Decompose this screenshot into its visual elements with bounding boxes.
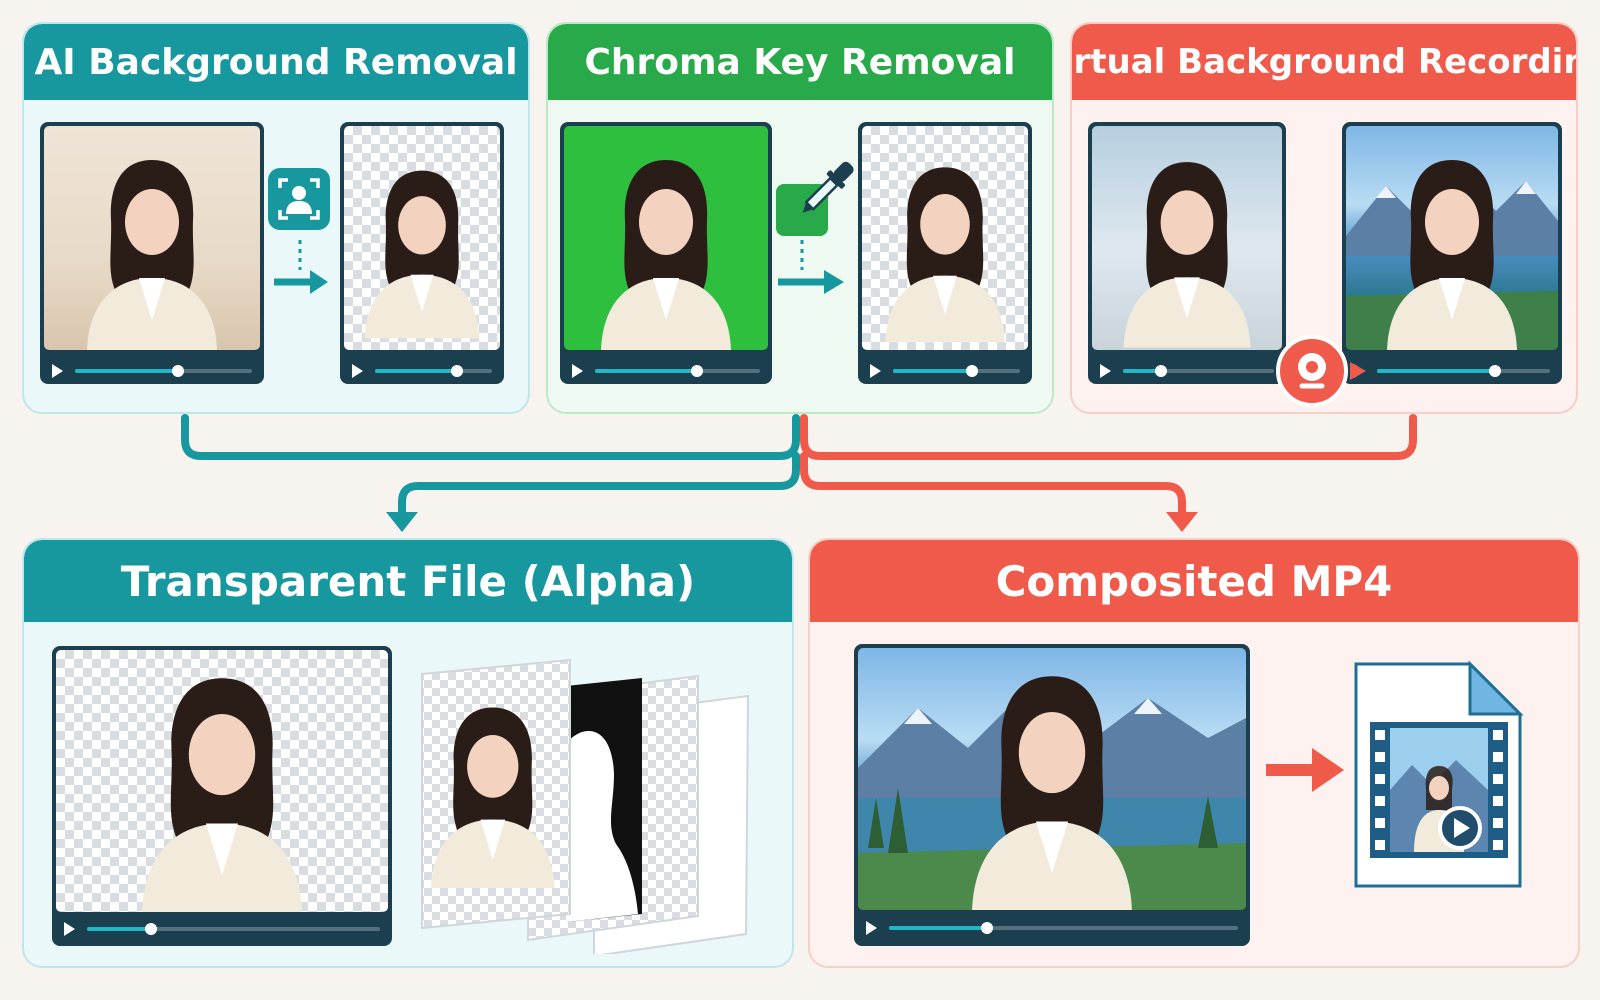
play-icon[interactable] <box>64 922 75 936</box>
progress-knob[interactable] <box>980 922 993 934</box>
video-before[interactable] <box>560 122 772 384</box>
teal-arrowhead <box>386 512 418 532</box>
progress-fill <box>75 369 178 373</box>
person-figure <box>87 160 217 350</box>
play-icon[interactable] <box>352 364 363 378</box>
video-file-icon <box>1354 660 1524 888</box>
progress-track[interactable] <box>893 365 1020 377</box>
progress-fill <box>375 369 457 373</box>
progress-track[interactable] <box>1123 365 1274 377</box>
progress-track[interactable] <box>595 365 760 377</box>
panel-header: Composited MP4 <box>810 540 1578 622</box>
person-figure <box>885 167 1005 342</box>
video-frame <box>44 126 260 350</box>
progress-track[interactable] <box>1377 365 1550 377</box>
progress-knob[interactable] <box>691 365 704 377</box>
person-figure <box>1387 160 1517 350</box>
video-after[interactable] <box>1342 122 1562 384</box>
panel-composited-mp4: Composited MP4 <box>808 538 1580 968</box>
video-frame-transparent <box>344 126 500 350</box>
progress-track[interactable] <box>375 365 492 377</box>
person-figure <box>364 170 480 339</box>
play-icon[interactable] <box>866 921 877 935</box>
eyedropper-icon <box>776 161 854 236</box>
arrow-right-icon <box>1266 748 1344 792</box>
player-controls <box>1088 358 1286 384</box>
panel-virtual-background-recording: Virtual Background Recording <box>1070 22 1578 414</box>
video-before[interactable] <box>40 122 264 384</box>
video-frame-transparent <box>56 650 388 912</box>
progress-fill <box>889 926 987 930</box>
panel-title: Virtual Background Recording <box>1072 42 1576 82</box>
red-connector-down <box>800 452 1186 518</box>
panel-title: Composited MP4 <box>995 556 1393 606</box>
progress-fill <box>87 927 152 931</box>
progress-track[interactable] <box>75 365 252 377</box>
panel-title: Transparent File (Alpha) <box>120 556 696 606</box>
person-figure <box>972 676 1132 910</box>
panel-ai-background-removal: AI Background Removal <box>22 22 530 414</box>
panel-header: Chroma Key Removal <box>548 24 1052 100</box>
video-frame-greenscreen <box>564 126 768 350</box>
video-after[interactable] <box>858 122 1032 384</box>
panel-title: Chroma Key Removal <box>584 41 1016 83</box>
person-figure <box>1123 162 1251 348</box>
video-frame-transparent <box>862 126 1028 350</box>
panel-header: Virtual Background Recording <box>1072 24 1576 100</box>
progress-fill <box>1377 369 1495 373</box>
webcam-icon <box>1276 335 1366 407</box>
player-controls <box>52 912 392 946</box>
red-arrowhead <box>1166 512 1198 532</box>
progress-knob[interactable] <box>1488 365 1501 377</box>
panel-title: AI Background Removal <box>34 41 518 83</box>
progress-track[interactable] <box>87 923 380 935</box>
play-icon[interactable] <box>870 364 881 378</box>
progress-knob[interactable] <box>145 923 158 935</box>
video-frame-landscape <box>858 648 1246 910</box>
player-controls <box>40 358 264 384</box>
alpha-layer-stack <box>421 658 750 954</box>
progress-knob[interactable] <box>965 365 978 377</box>
teal-connector <box>181 414 800 460</box>
player-controls <box>340 358 504 384</box>
progress-track[interactable] <box>889 922 1238 934</box>
progress-knob[interactable] <box>1154 365 1167 377</box>
play-icon[interactable] <box>52 364 63 378</box>
video-after[interactable] <box>340 122 504 384</box>
video-frame-office <box>1092 126 1282 350</box>
player-controls <box>858 358 1032 384</box>
matte-silhouette <box>566 730 638 922</box>
play-icon[interactable] <box>572 364 583 378</box>
player-controls <box>560 358 772 384</box>
video-composited-main[interactable] <box>854 644 1250 946</box>
video-transparent-main[interactable] <box>52 646 392 946</box>
progress-knob[interactable] <box>450 365 463 377</box>
panel-transparent-file-alpha: Transparent File (Alpha) <box>22 538 794 968</box>
person-figure <box>142 678 302 912</box>
video-frame-landscape <box>1346 126 1558 350</box>
person-figure <box>601 160 731 350</box>
progress-fill <box>1123 369 1161 373</box>
arrow-right-icon <box>778 240 844 294</box>
panel-chroma-key-removal: Chroma Key Removal <box>546 22 1054 414</box>
panel-header: AI Background Removal <box>24 24 528 100</box>
red-connector <box>800 414 1417 460</box>
teal-connector-down <box>398 452 800 518</box>
progress-fill <box>595 369 698 373</box>
progress-fill <box>893 369 972 373</box>
progress-knob[interactable] <box>171 365 184 377</box>
player-controls <box>854 910 1250 946</box>
play-icon[interactable] <box>1100 364 1111 378</box>
video-before[interactable] <box>1088 122 1286 384</box>
arrow-right-icon <box>274 240 328 294</box>
person-scan-icon <box>268 168 330 230</box>
panel-header: Transparent File (Alpha) <box>24 540 792 622</box>
